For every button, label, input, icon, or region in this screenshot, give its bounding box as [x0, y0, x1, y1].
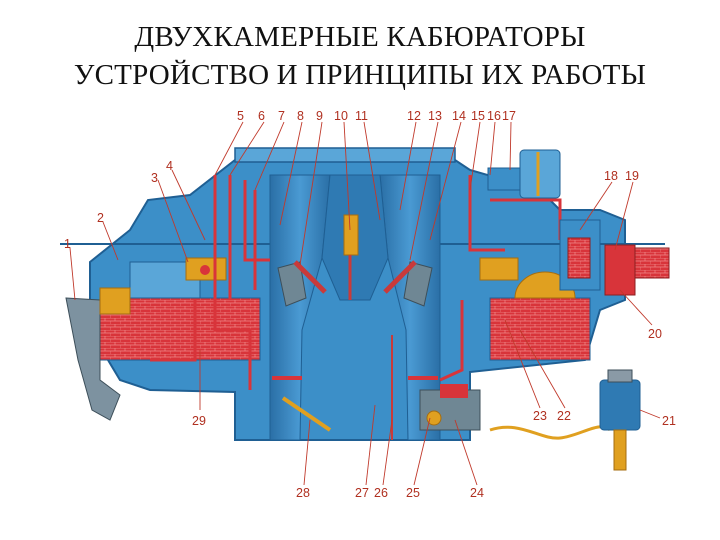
choke-lever — [65, 287, 131, 421]
callout-8: 8 — [297, 109, 304, 123]
callout-28: 28 — [296, 486, 310, 500]
callout-24: 24 — [470, 486, 484, 500]
callout-16: 16 — [487, 109, 501, 123]
callout-26: 26 — [374, 486, 388, 500]
callout-19: 19 — [625, 169, 639, 183]
fuel-inlet-fitting — [559, 219, 670, 296]
callout-23: 23 — [533, 409, 547, 423]
fuel-channels — [150, 175, 562, 390]
callout-9: 9 — [316, 109, 323, 123]
callout-5: 5 — [237, 109, 244, 123]
callout-29: 29 — [192, 414, 206, 428]
pump-diaphragm — [487, 149, 561, 199]
callout-7: 7 — [278, 109, 285, 123]
title-line-2: УСТРОЙСТВО И ПРИНЦИПЫ ИХ РАБОТЫ — [73, 59, 647, 91]
callout-numbers: 1 2 3 4 5 6 7 8 9 10 11 12 13 14 15 16 1… — [64, 109, 676, 500]
callout-10: 10 — [334, 109, 348, 123]
title-line-1: ДВУХКАМЕРНЫЕ КАБЮРАТОРЫ — [134, 21, 586, 53]
solenoid-wire — [489, 425, 612, 440]
slide-title: ДВУХКАМЕРНЫЕ КАБЮРАТОРЫ УСТРОЙСТВО И ПРИ… — [0, 18, 720, 94]
callout-15: 15 — [471, 109, 485, 123]
callout-14: 14 — [452, 109, 466, 123]
callout-lines — [69, 121, 661, 486]
callout-11: 11 — [355, 109, 368, 123]
callout-25: 25 — [406, 486, 420, 500]
idle-valve — [419, 384, 481, 431]
callout-6: 6 — [258, 109, 265, 123]
callout-21: 21 — [662, 414, 676, 428]
mixing-chambers — [269, 174, 441, 441]
callout-20: 20 — [648, 327, 662, 341]
callout-12: 12 — [407, 109, 421, 123]
callout-1: 1 — [64, 237, 71, 251]
callout-22: 22 — [557, 409, 571, 423]
callout-3: 3 — [151, 171, 158, 185]
callout-18: 18 — [604, 169, 618, 183]
callout-17: 17 — [502, 109, 516, 123]
callout-2: 2 — [97, 211, 104, 225]
callout-27: 27 — [355, 486, 369, 500]
callout-4: 4 — [166, 159, 173, 173]
callout-13: 13 — [428, 109, 442, 123]
solenoid-valve — [599, 369, 641, 471]
